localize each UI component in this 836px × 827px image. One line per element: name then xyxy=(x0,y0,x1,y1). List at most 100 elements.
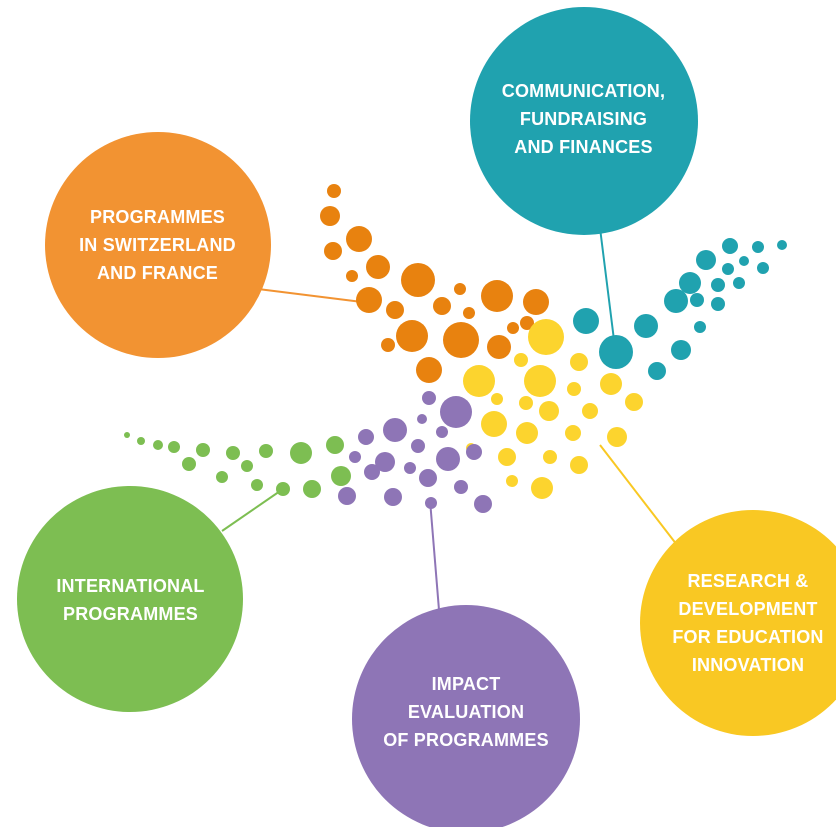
area-impact-label: IMPACT EVALUATION OF PROGRAMMES xyxy=(352,605,580,827)
label-line: PROGRAMMES xyxy=(89,206,225,227)
yellow-dot xyxy=(565,425,581,441)
purple-dot xyxy=(411,439,425,453)
purple-dot xyxy=(454,480,468,494)
teal-dot xyxy=(757,262,769,274)
teal-dot xyxy=(696,250,716,270)
green-dot xyxy=(241,460,253,472)
teal-dot xyxy=(733,277,745,289)
label-line: COMMUNICATION, xyxy=(501,80,666,101)
yellow-dot xyxy=(516,422,538,444)
green-dot xyxy=(226,446,240,460)
orange-dot xyxy=(416,357,442,383)
orange-dot xyxy=(463,307,475,319)
label-line: AND FRANCE xyxy=(96,262,218,283)
purple-dot xyxy=(375,452,395,472)
purple-dot xyxy=(440,396,472,428)
purple-dot xyxy=(474,495,492,513)
label-line: IMPACT xyxy=(431,674,501,694)
yellow-dot xyxy=(531,477,553,499)
connector-line-impact xyxy=(429,499,440,611)
yellow-dot xyxy=(514,353,528,367)
label-line: DEVELOPMENT xyxy=(678,599,818,619)
label-line: INTERNATIONAL xyxy=(56,575,205,596)
orange-dot xyxy=(401,263,435,297)
label-line: FUNDRAISING xyxy=(519,108,648,129)
green-dot xyxy=(303,480,321,498)
yellow-dot xyxy=(481,411,507,437)
teal-dot xyxy=(671,340,691,360)
orange-dot xyxy=(346,226,372,252)
purple-dot xyxy=(349,451,361,463)
green-dot xyxy=(182,457,196,471)
area-communication-label: COMMUNICATION, FUNDRAISING AND FINANCES xyxy=(470,8,697,235)
orange-dot xyxy=(320,206,340,226)
green-dot xyxy=(251,479,263,491)
yellow-dot xyxy=(519,396,533,410)
teal-dot xyxy=(722,263,734,275)
area-international-circle xyxy=(17,486,243,712)
yellow-dot xyxy=(567,382,581,396)
green-dot xyxy=(276,482,290,496)
green-dot xyxy=(331,466,351,486)
purple-dot xyxy=(422,391,436,405)
purple-dot xyxy=(338,487,356,505)
area-international-label: INTERNATIONAL PROGRAMMES xyxy=(17,486,244,713)
label-line: INNOVATION xyxy=(691,655,805,675)
yellow-dot xyxy=(491,393,503,405)
teal-dot xyxy=(634,314,658,338)
yellow-dot xyxy=(524,365,556,397)
orange-dot xyxy=(481,280,513,312)
label-line: FOR EDUCATION xyxy=(672,627,824,647)
purple-dot xyxy=(358,429,374,445)
purple-dot xyxy=(436,426,448,438)
purple-dot xyxy=(436,447,460,471)
purple-dot xyxy=(425,497,437,509)
yellow-dot xyxy=(600,373,622,395)
yellow-dot xyxy=(528,319,564,355)
area-research-label: RESEARCH & DEVELOPMENT FOR EDUCATION INN… xyxy=(640,510,836,736)
yellow-dot xyxy=(543,450,557,464)
teal-dot xyxy=(711,278,725,292)
yellow-dot xyxy=(570,353,588,371)
orange-dot xyxy=(366,255,390,279)
area-switzerland-france-label: PROGRAMMES IN SWITZERLAND AND FRANCE xyxy=(45,132,270,357)
teal-dot xyxy=(573,308,599,334)
label-line: IN SWITZERLAND xyxy=(79,234,236,255)
teal-dot xyxy=(648,362,666,380)
purple-dot xyxy=(404,462,416,474)
teal-dot xyxy=(679,272,701,294)
yellow-dot xyxy=(625,393,643,411)
connector-line-switzerland-france xyxy=(257,288,363,303)
area-switzerland-france-circle xyxy=(45,132,271,358)
orange-dot xyxy=(454,283,466,295)
label-line: PROGRAMMES xyxy=(62,603,198,624)
green-dot xyxy=(196,443,210,457)
purple-dot xyxy=(466,444,482,460)
orange-dot xyxy=(433,297,451,315)
connector-line-international xyxy=(221,488,284,532)
teal-dot xyxy=(690,293,704,307)
green-dot xyxy=(153,440,163,450)
purple-dot xyxy=(419,469,437,487)
teal-dot xyxy=(739,256,749,266)
yellow-dot xyxy=(582,403,598,419)
area-impact-circle xyxy=(352,605,580,827)
orange-dot xyxy=(523,289,549,315)
yellow-dot xyxy=(607,427,627,447)
teal-dot xyxy=(711,297,725,311)
connector-line-research xyxy=(599,444,678,546)
green-dot xyxy=(124,432,130,438)
orange-dot xyxy=(396,320,428,352)
green-dot xyxy=(137,437,145,445)
connector-line-communication xyxy=(599,227,615,341)
teal-dot xyxy=(694,321,706,333)
orange-dot xyxy=(381,338,395,352)
yellow-dot xyxy=(463,365,495,397)
orange-dot xyxy=(443,322,479,358)
orange-dot xyxy=(324,242,342,260)
area-research-circle xyxy=(640,510,836,736)
label-line: EVALUATION xyxy=(407,702,525,722)
orange-dot xyxy=(520,316,534,330)
